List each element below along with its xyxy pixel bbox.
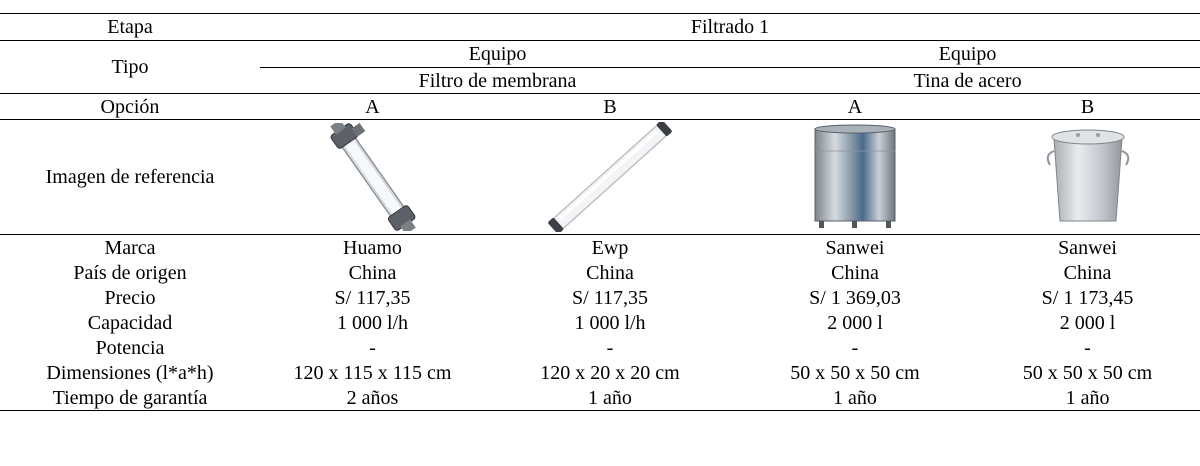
row-tipo-equipo: Tipo Equipo Equipo	[0, 40, 1200, 94]
etapa-value: Filtrado 1	[260, 13, 1200, 41]
table-row: Capacidad 1 000 l/h 1 000 l/h 2 000 l 2 …	[0, 310, 1200, 335]
cell: 1 000 l/h	[574, 311, 646, 334]
cell: 50 x 50 x 50 cm	[790, 361, 920, 384]
cell: -	[606, 336, 614, 359]
cell: S/ 117,35	[334, 286, 411, 309]
option-b-filtro: B	[485, 93, 735, 120]
cell: S/ 1 173,45	[1041, 286, 1134, 309]
cell: S/ 1 369,03	[809, 286, 901, 309]
cell: 1 000 l/h	[336, 311, 409, 334]
cell: S/ 117,35	[572, 286, 648, 309]
cell: 2 años	[260, 385, 485, 411]
row-label: Marca	[104, 236, 156, 259]
row-label: Precio	[104, 286, 156, 309]
cell: -	[369, 336, 376, 359]
cell: 50 x 50 x 50 cm	[1022, 361, 1153, 384]
row-opcion: Opción A B A B	[0, 93, 1200, 120]
row-label: Potencia	[95, 336, 165, 359]
cell: Huamo	[343, 236, 402, 259]
table-row: Tiempo de garantía 2 años 1 año 1 año 1 …	[0, 385, 1200, 411]
cell: 2 000 l	[827, 311, 883, 334]
steel-tank-open-image	[735, 119, 975, 235]
table-row: País de origen China China China China	[0, 260, 1200, 285]
tipo-label: Tipo	[0, 40, 260, 94]
cell: -	[1084, 336, 1091, 359]
table-row: Precio S/ 117,35 S/ 117,35 S/ 1 369,03 S…	[0, 285, 1200, 310]
option-a-tina: A	[735, 93, 975, 120]
cell: 1 año	[735, 385, 975, 411]
row-label: Capacidad	[87, 311, 173, 334]
group-type-filtro: Equipo	[260, 40, 735, 68]
option-a-filtro: A	[260, 93, 485, 120]
membrane-filter-image	[260, 119, 485, 235]
cell: 1 año	[485, 385, 735, 411]
group-name-filtro: Filtro de membrana	[260, 67, 735, 94]
row-imagen: Imagen de referencia	[0, 119, 1200, 235]
etapa-label: Etapa	[0, 13, 260, 41]
membrane-filter-long-image	[485, 119, 735, 235]
cell: China	[1063, 261, 1112, 284]
cell: China	[831, 261, 879, 284]
cell: China	[348, 261, 397, 284]
option-b-tina: B	[975, 93, 1200, 120]
cell: -	[851, 336, 859, 359]
row-etapa: Etapa Filtrado 1	[0, 13, 1200, 41]
equipment-comparison-table: Etapa Filtrado 1 Tipo Equipo Equipo Filt…	[0, 13, 1200, 411]
table-row: Marca Huamo Ewp Sanwei Sanwei	[0, 235, 1200, 261]
cell: Ewp	[591, 236, 629, 259]
table-row: Dimensiones (l*a*h) 120 x 115 x 115 cm 1…	[0, 360, 1200, 385]
cell: China	[586, 261, 634, 284]
opcion-label: Opción	[0, 93, 260, 120]
row-label: Tiempo de garantía	[0, 385, 260, 411]
group-type-tina: Equipo	[735, 40, 1200, 68]
table-row: Potencia - - - -	[0, 335, 1200, 360]
cell: 1 año	[975, 385, 1200, 411]
steel-tank-lid-image	[975, 119, 1200, 235]
cell: Sanwei	[1058, 236, 1117, 259]
row-label: Dimensiones (l*a*h)	[46, 361, 214, 384]
cell: Sanwei	[825, 236, 885, 259]
imagen-label: Imagen de referencia	[0, 119, 260, 235]
cell: 2 000 l	[1059, 311, 1116, 334]
cell: 120 x 20 x 20 cm	[540, 361, 680, 384]
cell: 120 x 115 x 115 cm	[293, 361, 452, 384]
group-name-tina: Tina de acero	[735, 67, 1200, 94]
row-label: País de origen	[73, 261, 187, 284]
row-tipo-nombre: Filtro de membrana Tina de acero	[0, 67, 1200, 94]
